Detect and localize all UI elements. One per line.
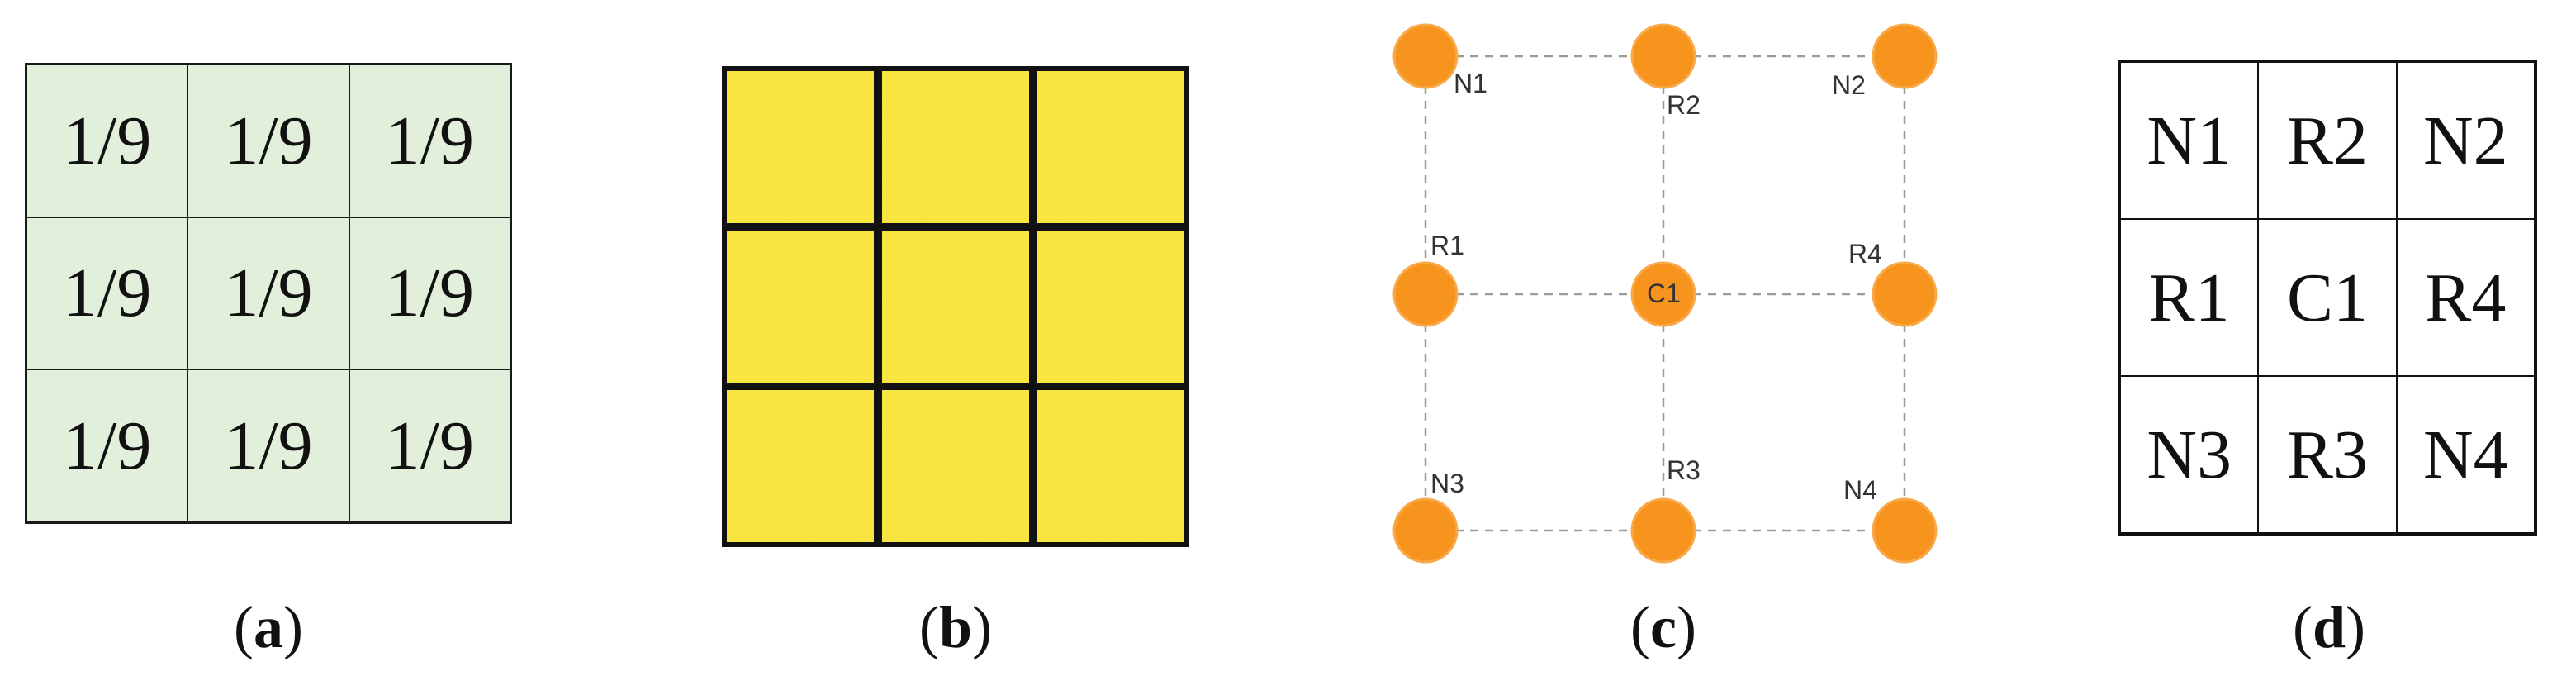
label-cell: N4 (2396, 376, 2535, 533)
yellow-cell (1037, 71, 1184, 223)
yellow-cell (882, 71, 1029, 223)
label-cell: R2 (2258, 62, 2397, 219)
kernel-grid: 1/9 1/9 1/9 1/9 1/9 1/9 1/9 1/9 1/9 (25, 63, 512, 524)
node-label-c1: C1 (1647, 278, 1681, 308)
node-n4 (1872, 497, 1938, 564)
node-label-n1: N1 (1454, 69, 1487, 98)
kernel-cell: 1/9 (349, 369, 510, 522)
node-label-n2: N2 (1832, 70, 1866, 100)
panel-c-node-lattice: N1 R2 N2 R1 C1 R4 N3 R3 N4 (1354, 0, 1982, 578)
caption-paren-open: ( (918, 594, 939, 660)
caption-paren-close: ) (972, 594, 993, 660)
node-lattice-svg: N1 R2 N2 R1 C1 R4 N3 R3 N4 (1392, 23, 1938, 564)
caption-paren-close: ) (1676, 594, 1696, 660)
yellow-cell (727, 231, 874, 383)
node-r3 (1630, 497, 1696, 564)
panel-b-yellow-grid (719, 63, 1193, 550)
yellow-cell (1037, 231, 1184, 383)
label-cell: R1 (2120, 219, 2259, 376)
node-label-r1: R1 (1430, 231, 1464, 260)
kernel-cell: 1/9 (26, 64, 188, 217)
kernel-cell: 1/9 (349, 64, 510, 217)
caption-paren-close: ) (283, 594, 303, 660)
yellow-cell (727, 390, 874, 542)
kernel-cell: 1/9 (26, 369, 188, 522)
yellow-grid-cells (727, 71, 1184, 542)
node-label-n3: N3 (1430, 469, 1464, 498)
caption-letter: c (1650, 594, 1677, 660)
label-cell: R4 (2396, 219, 2535, 376)
yellow-cell (882, 231, 1029, 383)
caption-paren-close: ) (2346, 594, 2366, 660)
kernel-cell: 1/9 (187, 217, 349, 370)
label-grid: N1 R2 N2 R1 C1 R4 N3 R3 N4 (2118, 60, 2537, 536)
yellow-cell (727, 71, 874, 223)
panel-d-label-grid: N1 R2 N2 R1 C1 R4 N3 R3 N4 (2118, 60, 2537, 536)
panel-a-kernel-grid: 1/9 1/9 1/9 1/9 1/9 1/9 1/9 1/9 1/9 (25, 63, 512, 524)
node-r4 (1872, 261, 1938, 327)
caption-d: (d) (2293, 593, 2365, 662)
node-label-r2: R2 (1667, 90, 1701, 120)
caption-c: (c) (1630, 593, 1696, 662)
node-label-r3: R3 (1667, 455, 1701, 485)
kernel-cell: 1/9 (26, 217, 188, 370)
node-label-n4: N4 (1843, 475, 1877, 505)
node-n1 (1392, 23, 1459, 89)
node-label-r4: R4 (1848, 239, 1882, 269)
kernel-cell: 1/9 (187, 369, 349, 522)
node-n2 (1872, 23, 1938, 89)
lattice-nodes (1392, 23, 1938, 564)
label-cell: C1 (2258, 219, 2397, 376)
caption-a: (a) (234, 593, 303, 662)
node-c1 (1630, 261, 1696, 327)
node-n3 (1392, 497, 1459, 564)
node-r1 (1392, 261, 1459, 327)
yellow-cell (1037, 390, 1184, 542)
yellow-cell (882, 390, 1029, 542)
yellow-grid-svg (722, 66, 1189, 547)
node-r2 (1630, 23, 1696, 89)
caption-b: (b) (919, 593, 992, 662)
caption-paren-open: ( (2292, 594, 2313, 660)
caption-paren-open: ( (1630, 594, 1651, 660)
caption-paren-open: ( (234, 594, 254, 660)
caption-letter: a (254, 594, 283, 660)
kernel-cell: 1/9 (349, 217, 510, 370)
label-cell: R3 (2258, 376, 2397, 533)
label-cell: N1 (2120, 62, 2259, 219)
label-cell: N3 (2120, 376, 2259, 533)
caption-letter: d (2312, 594, 2346, 660)
kernel-cell: 1/9 (187, 64, 349, 217)
node-labels: N1 R2 N2 R1 C1 R4 N3 R3 N4 (1430, 69, 1882, 505)
label-cell: N2 (2396, 62, 2535, 219)
caption-letter: b (938, 594, 973, 660)
